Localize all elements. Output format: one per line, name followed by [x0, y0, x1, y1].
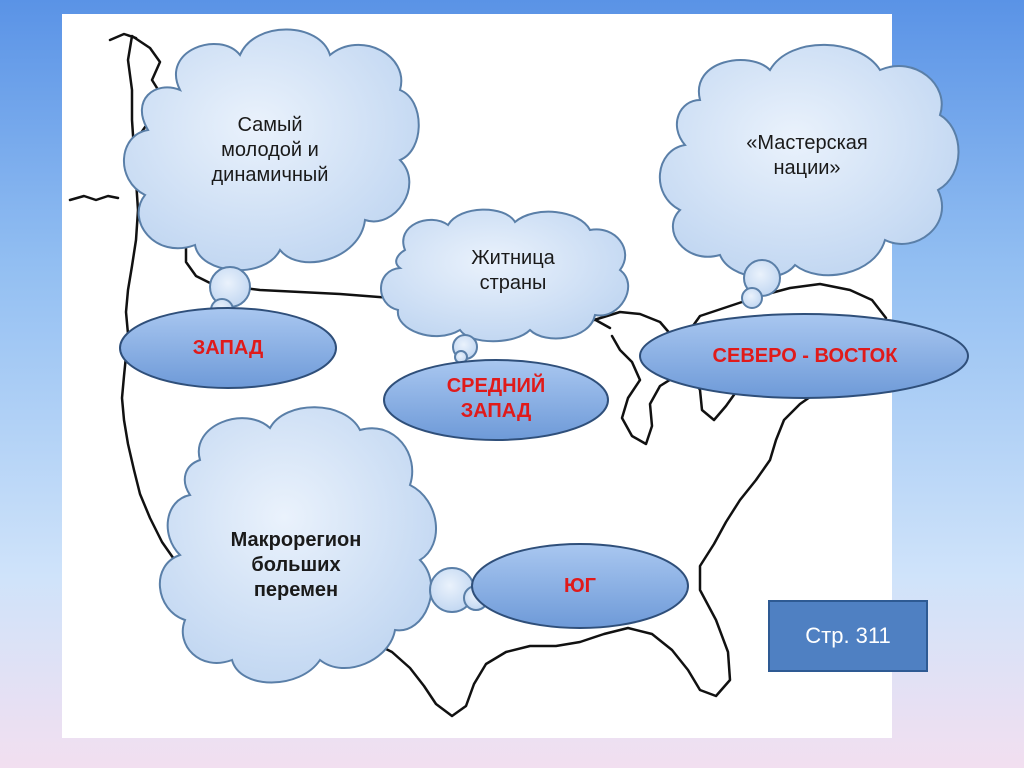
region-midwest-label: СРЕДНИЙ ЗАПАД: [446, 375, 546, 422]
ellipse-midwest: [383, 359, 609, 441]
region-northeast-label: СЕВЕРО - ВОСТОК: [712, 344, 898, 367]
cloud-midwest-text: Житница страны: [471, 247, 555, 294]
cloud-northeast: [658, 43, 960, 309]
ellipse-west: [119, 307, 337, 389]
cloud-midwest: [380, 208, 630, 364]
cloud-west: [122, 28, 420, 322]
cloud-northeast-text: «Мастерская нации»: [746, 132, 868, 179]
region-west-label: ЗАПАД: [192, 336, 264, 359]
cloud-south-text: Макрорегион больших перемен: [230, 528, 362, 601]
ellipse-northeast: [639, 313, 969, 399]
page-reference-badge: Стр. 311: [768, 600, 928, 672]
ellipse-south: [471, 543, 689, 629]
cloud-south: [158, 406, 489, 684]
region-south-label: ЮГ: [564, 574, 596, 597]
cloud-west-text: Самый молодой и динамичный: [211, 113, 329, 186]
